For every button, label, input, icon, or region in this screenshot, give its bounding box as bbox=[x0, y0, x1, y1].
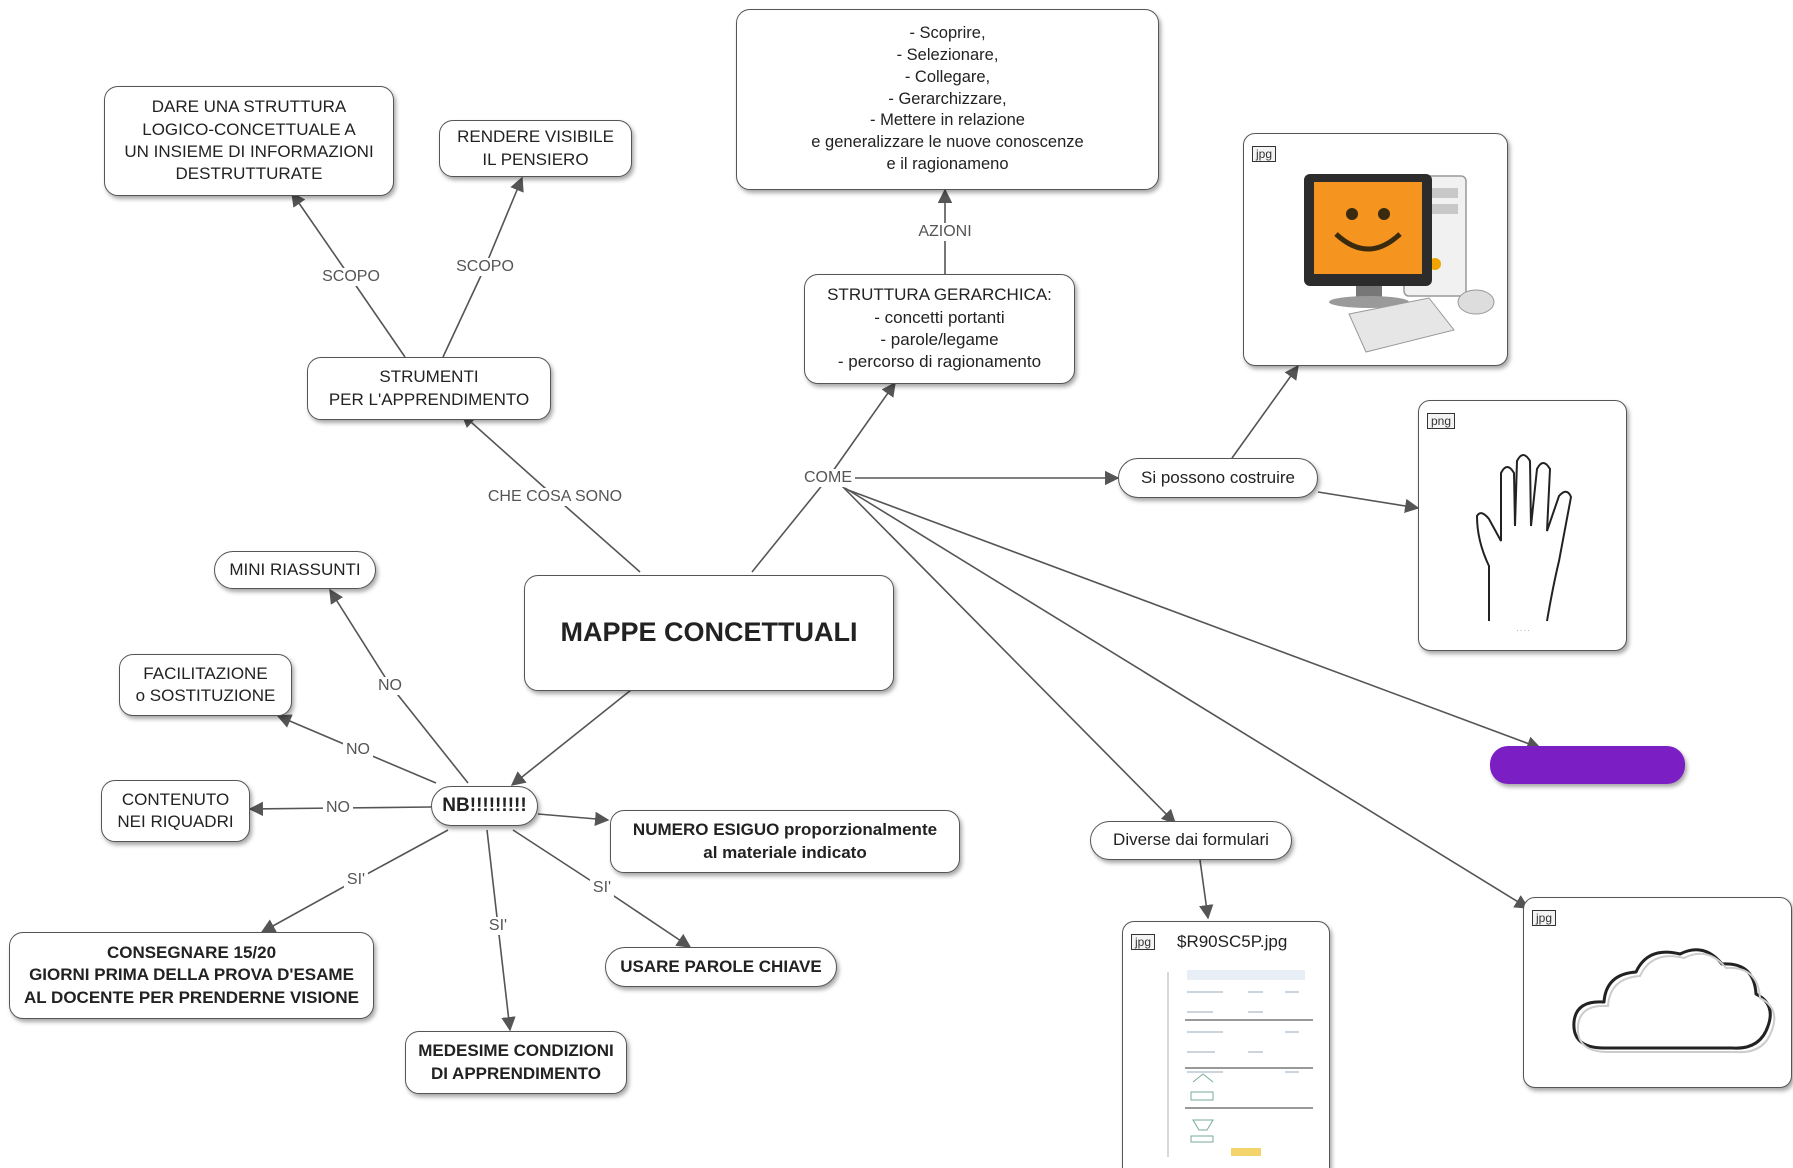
label-no-3: NO bbox=[323, 799, 353, 817]
struttura-node[interactable]: STRUTTURA GERARCHICA: - concetti portant… bbox=[804, 274, 1075, 384]
document-image-node[interactable]: jpg $R90SC5P.jpg bbox=[1122, 921, 1330, 1168]
cloud-image-node[interactable]: jpg bbox=[1523, 897, 1792, 1088]
label-scopo-2: SCOPO bbox=[453, 258, 517, 276]
rendere-node[interactable]: RENDERE VISIBILE IL PENSIERO bbox=[439, 120, 632, 177]
consegnare-node[interactable]: CONSEGNARE 15/20 GIORNI PRIMA DELLA PROV… bbox=[9, 932, 374, 1019]
edge-nb-si3 bbox=[512, 829, 603, 889]
file-type-badge: jpg bbox=[1131, 934, 1156, 950]
label-che-cosa-sono: CHE COSA SONO bbox=[484, 488, 626, 506]
hand-icon: · · · · bbox=[1475, 454, 1573, 635]
facilitazione-node[interactable]: FACILITAZIONE o SOSTITUZIONE bbox=[119, 654, 292, 716]
edge-scopo2-rendere bbox=[484, 176, 524, 268]
file-type-badge: png bbox=[1427, 413, 1456, 429]
document-thumbnail-icon bbox=[1167, 970, 1313, 1157]
edge-nb-numero bbox=[537, 811, 610, 827]
edge-come-cloud bbox=[844, 487, 1530, 909]
edge-si3-usare bbox=[601, 887, 692, 948]
label-si-3: SI' bbox=[589, 879, 615, 897]
nb-node[interactable]: NB!!!!!!!!! bbox=[431, 786, 538, 826]
si-possono-node[interactable]: Si possono costruire bbox=[1118, 458, 1318, 498]
edge-come-purple bbox=[847, 489, 1542, 751]
edge-come-diverse bbox=[841, 485, 1177, 825]
numero-node[interactable]: NUMERO ESIGUO proporzionalmente al mater… bbox=[610, 810, 960, 873]
computer-image-node[interactable]: jpg bbox=[1243, 133, 1508, 366]
file-type-badge: jpg bbox=[1532, 910, 1557, 926]
edge-nb-no3 bbox=[337, 806, 432, 809]
edge-nb-si2 bbox=[486, 829, 499, 927]
edge-main-come bbox=[751, 477, 829, 573]
edge-sipossono-computer bbox=[1231, 364, 1299, 459]
label-no-1: NO bbox=[375, 677, 405, 695]
dare-node[interactable]: DARE UNA STRUTTURA LOGICO-CONCETTUALE A … bbox=[104, 86, 394, 196]
edge-come-struttura bbox=[827, 381, 896, 479]
edge-diverse-doc bbox=[1199, 859, 1214, 920]
edge-si2-medesime bbox=[497, 925, 516, 1032]
computer-icon bbox=[1304, 174, 1495, 353]
azioni-box-node[interactable]: - Scoprire, - Selezionare, - Collegare, … bbox=[736, 9, 1159, 190]
edge-checosa-strumenti bbox=[460, 413, 556, 498]
main-concept-node[interactable]: MAPPE CONCETTUALI bbox=[524, 575, 894, 691]
strumenti-node[interactable]: STRUMENTI PER L'APPRENDIMENTO bbox=[307, 357, 551, 420]
edge-main-nb bbox=[510, 689, 632, 786]
usare-node[interactable]: USARE PAROLE CHIAVE bbox=[605, 947, 837, 987]
diverse-node[interactable]: Diverse dai formulari bbox=[1090, 821, 1292, 860]
label-si-2: SI' bbox=[485, 917, 511, 935]
label-come: COME bbox=[801, 469, 855, 487]
edge-strumenti-scopo2 bbox=[442, 266, 486, 358]
edge-nb-no1 bbox=[389, 684, 469, 784]
edge-strumenti-scopo1 bbox=[349, 276, 406, 358]
label-scopo-1: SCOPO bbox=[319, 268, 383, 286]
label-no-2: NO bbox=[343, 741, 373, 759]
edge-no1-mini bbox=[329, 588, 391, 686]
svg-text:· · · ·: · · · · bbox=[1516, 628, 1529, 635]
edge-main-checosa bbox=[554, 496, 641, 573]
contenuto-node[interactable]: CONTENUTO NEI RIQUADRI bbox=[101, 780, 250, 842]
document-filename: $R90SC5P.jpg bbox=[1177, 932, 1288, 951]
mini-riassunti-node[interactable]: MINI RIASSUNTI bbox=[214, 551, 376, 589]
edge-sipossono-hand bbox=[1317, 491, 1420, 514]
label-azioni: AZIONI bbox=[915, 223, 975, 241]
edge-scopo1-dare bbox=[291, 191, 351, 278]
cloud-icon bbox=[1572, 948, 1776, 1054]
edge-si1-consegnare bbox=[260, 879, 357, 933]
label-si-1: SI' bbox=[343, 871, 369, 889]
medesime-node[interactable]: MEDESIME CONDIZIONI DI APPRENDIMENTO bbox=[405, 1031, 627, 1094]
hand-image-node[interactable]: png · · · · bbox=[1418, 400, 1627, 651]
edge-nb-si1 bbox=[355, 829, 449, 881]
file-type-badge: jpg bbox=[1252, 146, 1277, 162]
purple-node[interactable] bbox=[1490, 746, 1685, 784]
